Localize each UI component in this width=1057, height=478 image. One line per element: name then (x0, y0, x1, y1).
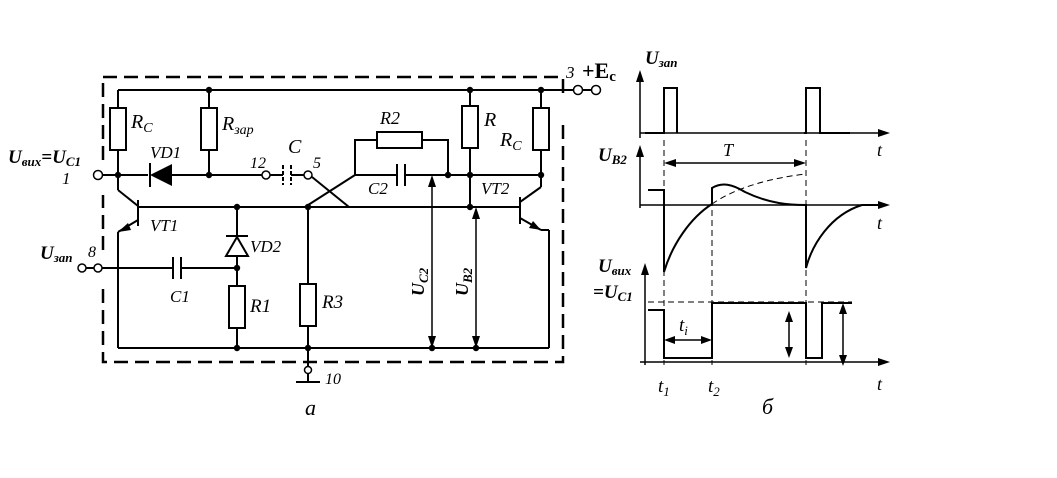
junction-dot (444, 171, 452, 179)
uc2-arrowhead (428, 175, 436, 187)
t2-label: t2 (708, 376, 720, 399)
diode-vd1 (150, 164, 172, 186)
timing-caption: б (762, 394, 774, 419)
r3-label: R3 (321, 292, 343, 313)
vt2-emitter-arrow (529, 221, 541, 230)
r1-label: R1 (249, 296, 271, 317)
cross-wire-a (311, 176, 470, 208)
resistor-r2 (376, 131, 423, 149)
trigger-input-label: Uзап (40, 243, 73, 265)
vt2-label: VT2 (481, 179, 510, 198)
pin-1-label: 1 (62, 169, 71, 188)
cross-wire-b (304, 174, 356, 208)
capacitor-c-label: C (288, 136, 302, 158)
uvih-t-arrow (878, 358, 890, 366)
resistor-r (461, 105, 479, 149)
amplitude-arrowhead (839, 355, 847, 366)
node-5-label: 5 (313, 155, 321, 172)
uvih-t-label: t (877, 374, 883, 394)
ub2-arrowhead (472, 336, 480, 348)
ground-terminal (303, 365, 313, 375)
diode-vd2 (224, 235, 250, 257)
amplitude-arrowhead (785, 347, 793, 358)
c1-label: C1 (170, 287, 190, 306)
wire (422, 139, 449, 175)
timing-diagram: Uзап t UB2 t T Uвих =UC1 t (593, 48, 890, 419)
resistor-rc-right (532, 107, 550, 151)
resistor-rc-left (109, 107, 127, 151)
period-arrowhead (664, 159, 676, 167)
r-label: R (483, 109, 496, 131)
trigger-pulse-1 (645, 87, 678, 134)
uvih-label: Uвих (598, 256, 632, 278)
ti-arrowhead (664, 336, 675, 344)
pin-10-label: 10 (325, 371, 341, 388)
amplitude-arrowhead (839, 303, 847, 314)
ti-label: ti (679, 315, 688, 338)
vt1-collector (117, 189, 139, 207)
wire (354, 139, 377, 175)
r2-label: R2 (379, 108, 400, 128)
uc1-label: =UC1 (593, 282, 633, 304)
trigger-terminal-2 (93, 263, 103, 273)
junction-dot (205, 171, 213, 179)
vt1-label: VT1 (150, 216, 178, 235)
period-arrowhead (794, 159, 806, 167)
rzar-label: Rзар (221, 113, 254, 138)
ub2-charge-curve (711, 173, 807, 205)
ub2-y-arrow (636, 145, 644, 157)
ub2-timing-label: UB2 (598, 145, 627, 167)
pin-8-label: 8 (88, 244, 96, 261)
resistor-r1 (228, 285, 246, 329)
rc-left-label: RC (130, 111, 153, 136)
trigger-terminal (77, 263, 87, 273)
amplitude-arrowhead (785, 311, 793, 322)
module-enclosure (101, 75, 565, 364)
output-voltage-label: Uвих=UC1 (8, 147, 81, 169)
resistor-r3 (299, 283, 317, 327)
uzap-t-arrow (878, 129, 890, 137)
ub2-waveform (648, 183, 880, 273)
supply-terminal-node-2 (590, 84, 602, 96)
c2-label: C2 (368, 179, 388, 198)
vt1-emitter-arrow (118, 223, 131, 232)
uc2-arrowhead (428, 336, 436, 348)
output-waveform (648, 302, 852, 359)
t1-label: t1 (658, 376, 670, 399)
schematic-caption: а (305, 395, 316, 420)
resistor-rzar (200, 107, 218, 151)
ub2-arrowhead (472, 207, 480, 219)
vt2-collector (519, 186, 542, 203)
output-terminal (92, 169, 104, 181)
trigger-pulse-2 (804, 87, 850, 134)
node-12-label: 12 (250, 155, 266, 172)
period-label: T (723, 140, 735, 160)
uzap-t-label: t (877, 140, 883, 160)
ti-arrowhead (701, 336, 712, 344)
uzap-label: Uзап (645, 48, 678, 70)
ub2-t-label: t (877, 213, 883, 233)
uc2-label: UC2 (408, 267, 431, 296)
supply-terminal-number: 3 (565, 63, 575, 82)
node-12 (261, 170, 271, 180)
vd2-label: VD2 (250, 237, 282, 256)
vd1-label: VD1 (150, 143, 181, 162)
rc-right-label: RC (499, 129, 522, 154)
supply-terminal-node (572, 84, 584, 96)
ub2-t-arrow (878, 201, 890, 209)
node-5 (303, 170, 313, 180)
uvih-y-arrow (641, 263, 649, 275)
junction-dot (233, 344, 241, 352)
uzap-y-arrow (636, 70, 644, 82)
supply-label: +Ec (582, 58, 616, 85)
schematic: 3 +Ec RC Rзар VD1 1 Uвих=UC1 (8, 58, 616, 420)
ub2-label: UB2 (452, 267, 475, 296)
